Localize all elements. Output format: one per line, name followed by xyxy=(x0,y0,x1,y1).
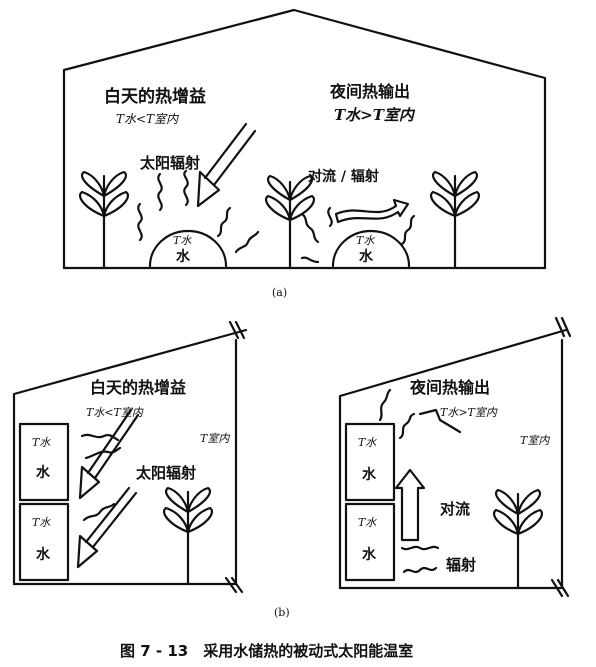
radiation-wave-a-3 xyxy=(400,214,416,246)
water-tank-dome-right xyxy=(331,229,411,268)
radiation-wave-b-4 xyxy=(400,545,440,551)
night-heat-output-label-b: 夜间热输出 xyxy=(410,378,491,397)
tank-water-b-left-lower: 水 xyxy=(36,547,50,563)
radiation-wave-b-5 xyxy=(402,566,438,574)
heat-wave-a-5 xyxy=(234,230,260,254)
tank-temp-a-right: T水 xyxy=(356,234,375,247)
plant-a-2 xyxy=(265,174,315,269)
solar-radiation-arrow-a xyxy=(196,122,257,208)
figure-caption: 图 7 - 13 采用水储热的被动式太阳能温室 xyxy=(120,642,414,660)
radiation-wave-a-2 xyxy=(327,206,333,228)
day-heat-gain-label-a: 白天的热增益 xyxy=(104,87,206,107)
plant-b-left xyxy=(163,486,213,586)
day-heat-gain-label-b: 白天的热增益 xyxy=(90,378,187,397)
convection-arrow-b xyxy=(394,468,426,542)
tank-water-a-right: 水 xyxy=(359,249,373,265)
tank-temp-b-right-lower: T水 xyxy=(358,516,377,529)
plant-a-1 xyxy=(79,170,129,269)
room-temp-b-left: T室内 xyxy=(200,432,230,445)
heat-wave-b-2 xyxy=(84,446,122,460)
heat-wave-b-1 xyxy=(80,433,120,442)
day-temp-relation-b: T水<T室内 xyxy=(86,406,143,419)
water-tank-b-right-upper xyxy=(344,422,396,502)
heat-wave-a-4 xyxy=(216,206,232,238)
night-temp-relation-b: T水>T室内 xyxy=(440,406,497,419)
water-tank-b-left-lower xyxy=(18,502,70,582)
room-temp-b-right: T室内 xyxy=(520,434,550,447)
radiation-wave-b-3 xyxy=(418,408,462,434)
day-temp-relation-a: T水<T室内 xyxy=(116,112,179,126)
solar-radiation-arrow-b-2 xyxy=(76,486,138,569)
heat-wave-a-3 xyxy=(183,169,189,207)
greenhouse-b-right-outline xyxy=(338,328,568,590)
radiation-wave-a-1 xyxy=(300,212,320,244)
tank-water-a-left: 水 xyxy=(176,249,190,265)
heat-wave-a-1 xyxy=(137,202,143,242)
water-tank-dome-left xyxy=(148,229,228,268)
plant-a-3 xyxy=(430,170,480,269)
convection-radiation-label-a: 对流 / 辐射 xyxy=(308,169,379,185)
radiation-label-b: 辐射 xyxy=(446,556,477,574)
tank-temp-b-left-lower: T水 xyxy=(32,516,51,529)
radiation-wave-b-1 xyxy=(378,388,392,422)
solar-radiation-label-a: 太阳辐射 xyxy=(140,154,201,172)
heat-wave-a-2 xyxy=(157,172,163,212)
convection-label-b: 对流 xyxy=(440,500,471,518)
tank-water-b-left-upper: 水 xyxy=(36,465,50,481)
tank-temp-b-left-upper: T水 xyxy=(32,436,51,449)
plant-b-right xyxy=(493,488,543,590)
tank-water-b-right-upper: 水 xyxy=(362,467,376,483)
water-tank-b-left-upper xyxy=(18,422,70,502)
panel-b-sublabel: (b) xyxy=(274,606,290,619)
tank-temp-a-left: T水 xyxy=(173,234,192,247)
radiation-wave-a-4 xyxy=(300,256,320,264)
radiation-wave-b-2 xyxy=(398,412,416,440)
tank-water-b-right-lower: 水 xyxy=(362,547,376,563)
solar-radiation-label-b: 太阳辐射 xyxy=(136,464,197,482)
convection-arrow-a xyxy=(334,198,410,224)
night-temp-relation-a: T水>T室内 xyxy=(334,106,414,124)
tank-temp-b-right-upper: T水 xyxy=(358,436,377,449)
water-tank-b-right-lower xyxy=(344,502,396,582)
greenhouse-b-left-outline xyxy=(12,328,248,586)
heat-wave-b-3 xyxy=(82,502,116,522)
solar-radiation-arrow-b-1 xyxy=(78,408,140,500)
night-heat-output-label-a: 夜间热输出 xyxy=(330,82,411,101)
panel-a-sublabel: (a) xyxy=(272,286,288,299)
greenhouse-a-outline xyxy=(62,8,547,270)
